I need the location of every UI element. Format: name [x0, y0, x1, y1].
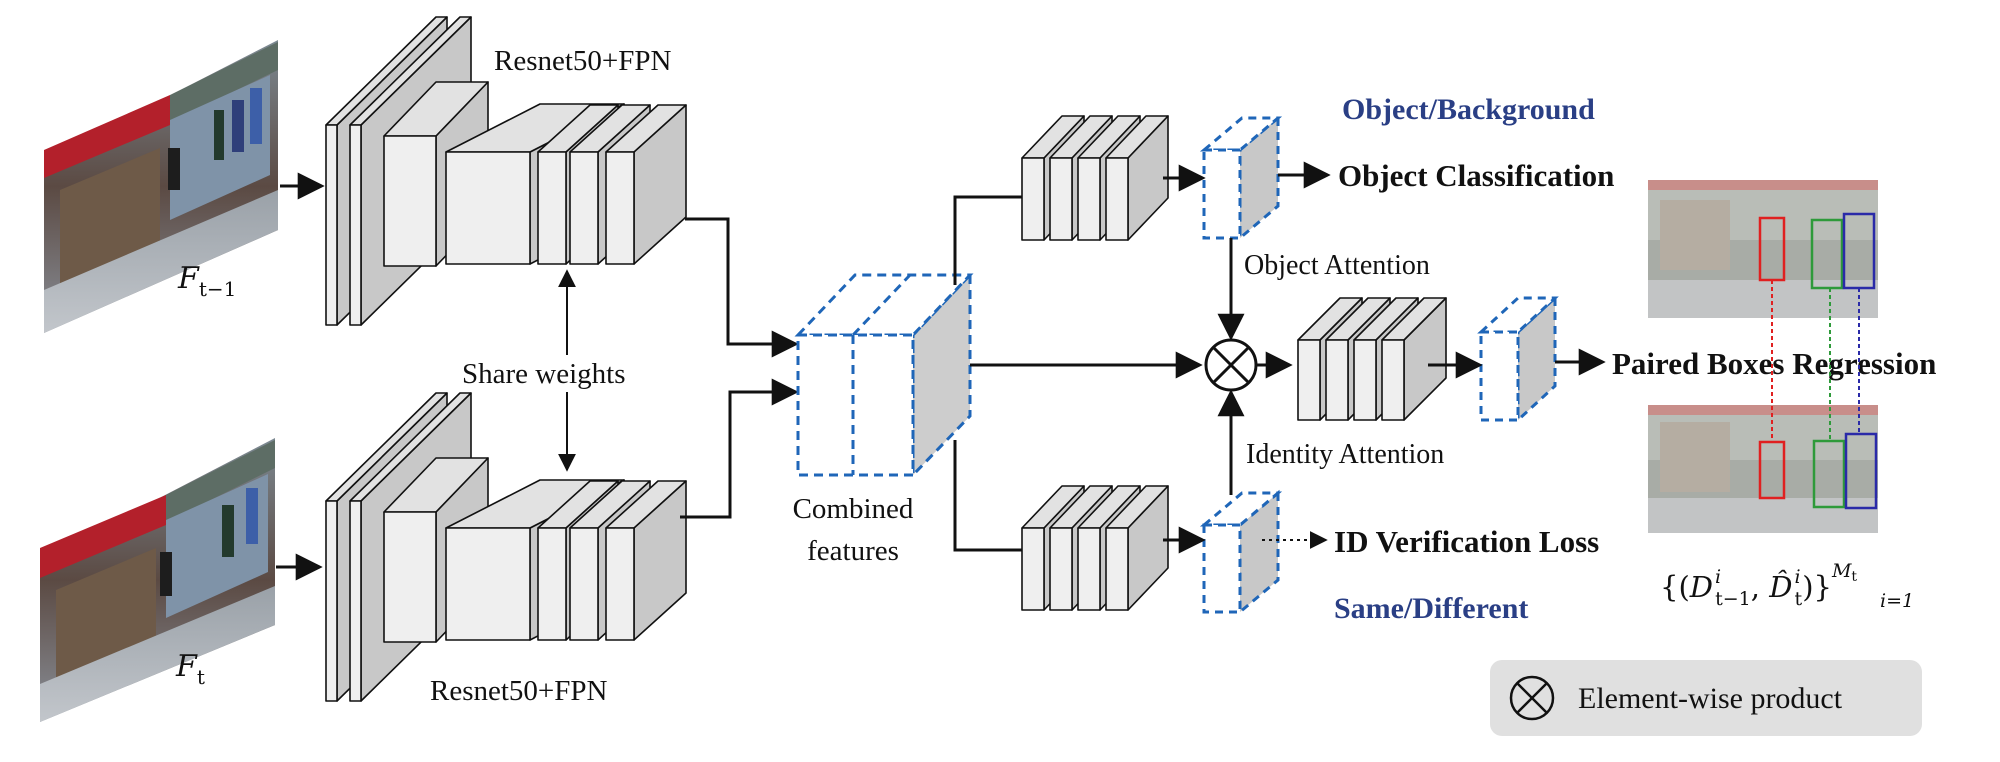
backbone-top-block-4-front — [569, 151, 599, 265]
output-image-curr — [1648, 405, 1878, 533]
head-mid-plate-2-front — [1325, 339, 1349, 421]
regression-feature-block — [1477, 294, 1559, 424]
backbone-top — [325, 16, 687, 326]
head-bottom-plate-2-front — [1049, 527, 1073, 611]
head-bottom-plate-1-front — [1021, 527, 1045, 611]
backbone-bottom-block-5-front — [605, 527, 635, 641]
head-middle — [1297, 297, 1447, 421]
backbone-bottom-block-3-front — [537, 527, 567, 641]
head-top-plate-2-front — [1049, 157, 1073, 241]
paired-boxes-regression-label: Paired Boxes Regression — [1612, 346, 1936, 381]
identity-feature-block — [1199, 489, 1283, 616]
connector-combined-to-bottom-head — [953, 440, 1022, 552]
backbone-bottom-plate-2-front — [349, 500, 362, 702]
backbone-top-block-5-front — [605, 151, 635, 265]
combined-features-label-line1: Combined — [793, 493, 914, 525]
object-background-label: Object/Background — [1342, 93, 1595, 126]
legend: Element-wise product — [1490, 660, 1922, 736]
share-weights-label: Share weights — [462, 358, 626, 390]
head-top-plate-1-front — [1021, 157, 1045, 241]
backbone-bottom-plate-1-front — [325, 500, 338, 702]
backbone-top-plate-2-front — [349, 124, 362, 326]
arrow-backbone-top-to-combined — [685, 217, 799, 358]
backbone-bottom — [325, 392, 687, 702]
head-top-plate-3-front — [1077, 157, 1101, 241]
output-image-prev — [1648, 180, 1878, 318]
backbone-bottom-block-4-front — [569, 527, 599, 641]
backbone-top-block-2-front — [445, 151, 531, 265]
arrow-backbone-bottom-to-combined — [680, 378, 799, 519]
id-verification-loss-label: ID Verification Loss — [1334, 524, 1599, 559]
object-feature-block — [1199, 114, 1283, 242]
head-mid-plate-4-front — [1381, 339, 1405, 421]
head-bottom-plate-4-front — [1105, 527, 1129, 611]
frame-curr-image — [40, 438, 275, 722]
bbox-green-curr — [1812, 439, 1846, 509]
head-mid-plate-1-front — [1297, 339, 1321, 421]
same-different-label: Same/Different — [1334, 592, 1528, 625]
frame-prev-image — [44, 40, 278, 333]
backbone-bottom-block-2-front — [445, 527, 531, 641]
element-wise-product-node — [1204, 338, 1258, 392]
head-top-plate-4-front — [1105, 157, 1129, 241]
identity-attention-label: Identity Attention — [1246, 439, 1444, 470]
frame-curr-label: Ft — [175, 649, 205, 689]
combined-features-block — [794, 271, 974, 479]
legend-label: Element-wise product — [1578, 682, 1843, 715]
backbone-bottom-block-1-front — [383, 511, 437, 643]
backbone-top-block-1-front — [383, 135, 437, 267]
frame-prev-label: Ft−1 — [177, 261, 236, 301]
backbone-top-label: Resnet50+FPN — [494, 45, 672, 77]
object-classification-label: Object Classification — [1338, 158, 1614, 193]
bbox-green-prev — [1810, 218, 1844, 290]
circled-times-icon — [1509, 675, 1555, 721]
backbone-top-plate-1-front — [325, 124, 338, 326]
head-bottom — [1021, 485, 1169, 611]
head-bottom-plate-3-front — [1077, 527, 1101, 611]
backbone-top-block-3-front — [537, 151, 567, 265]
object-attention-label: Object Attention — [1244, 250, 1430, 281]
head-mid-plate-3-front — [1353, 339, 1377, 421]
combined-features-label-line2: features — [807, 535, 899, 567]
connector-combined-to-top-head — [953, 195, 1022, 285]
output-formula-index: i=1 — [1880, 590, 1914, 612]
head-top — [1021, 115, 1169, 241]
backbone-bottom-label: Resnet50+FPN — [430, 675, 608, 707]
bbox-navy-curr — [1844, 432, 1878, 510]
